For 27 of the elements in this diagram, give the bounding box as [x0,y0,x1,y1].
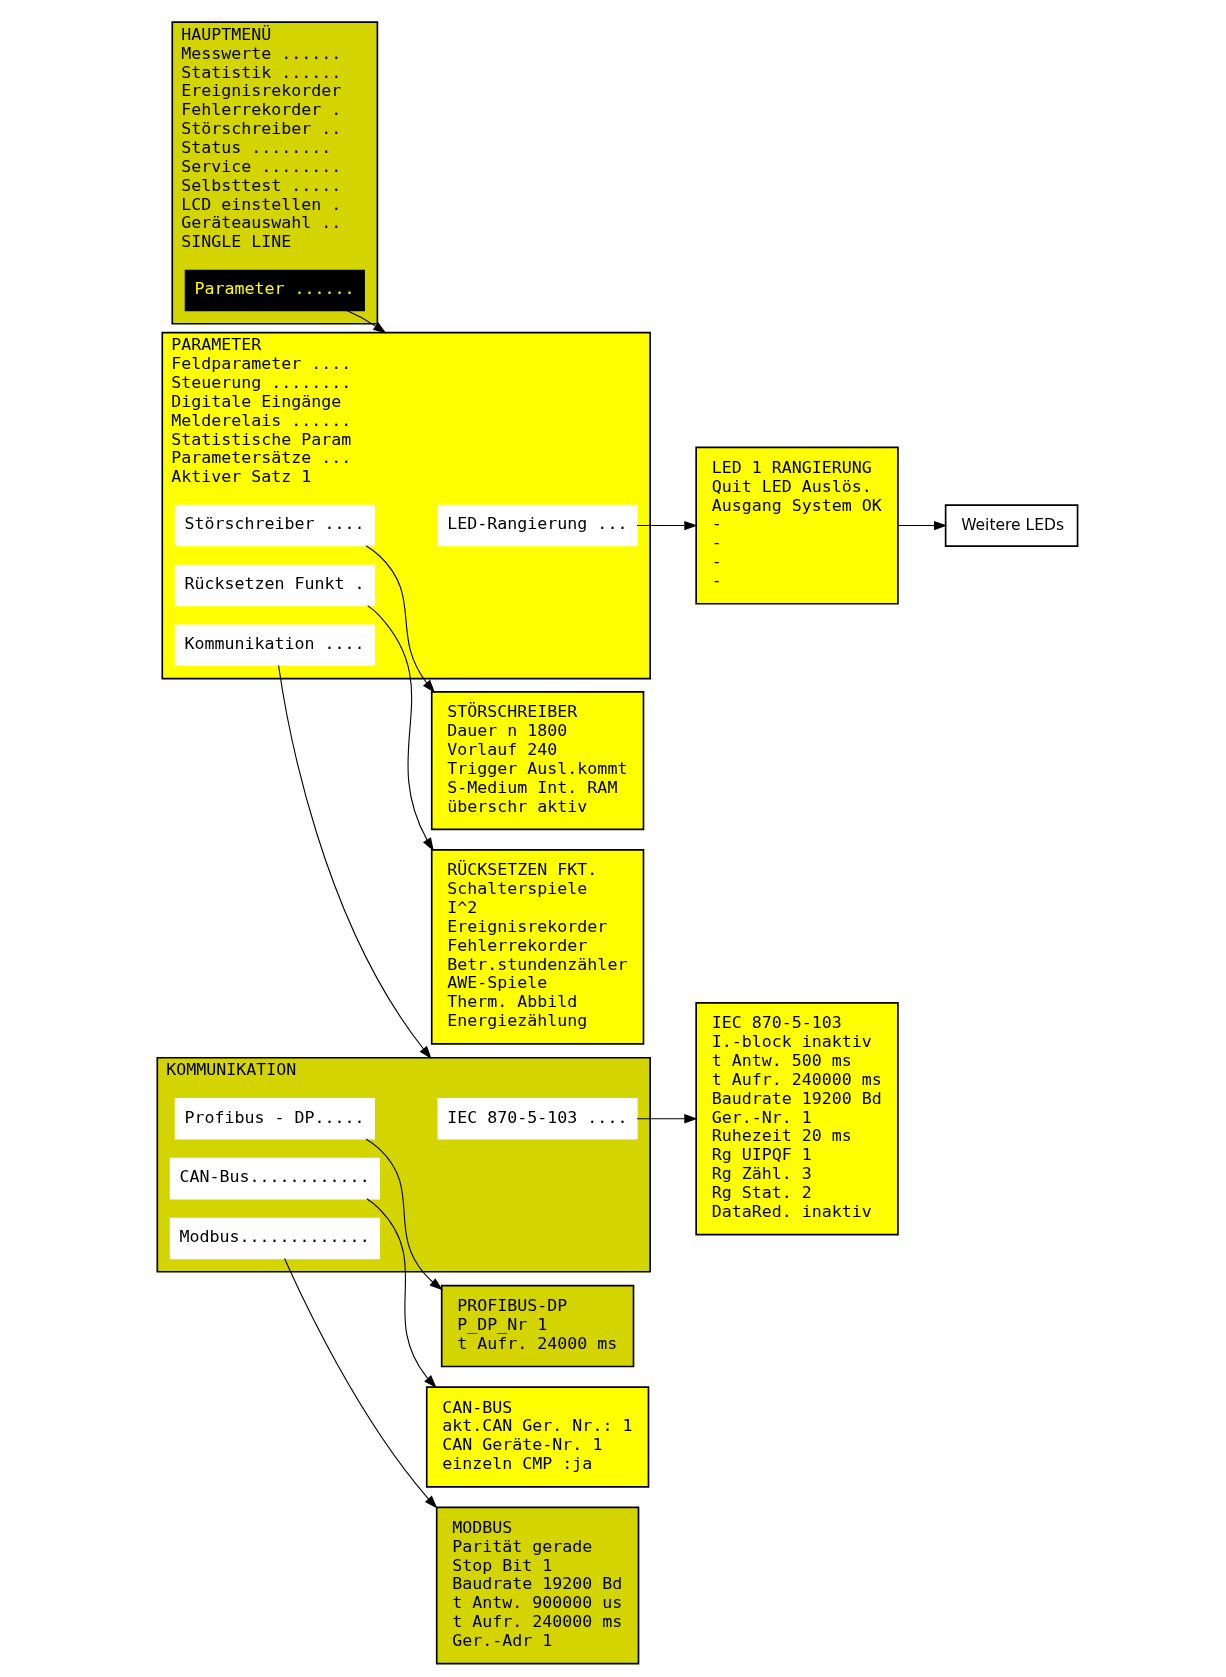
node-box: Profibus - DP..... [174,1097,375,1140]
arrow [636,520,698,531]
arrow [897,520,948,531]
node-box: MODBUS Parität gerade Stop Bit 1 Baudrate 19200 Bd t Antw. 900000 us t Aufr. 240000 ms Ger.-Adr 1 [435,1506,640,1665]
arrow [636,1114,698,1124]
node-box: CAN-BUS akt.CAN Ger. Nr.: 1 CAN Geräte-Nr. 1 einzeln CMP :ja [425,1386,650,1488]
node-box: Weitere LEDs [944,504,1079,547]
node-box: Rücksetzen Funkt . [174,564,375,607]
arrow [278,664,432,1060]
node-box: RÜCKSETZEN FKT. Schalterspiele I^2 Ereignisrekorder Fehlerrekorder Betr.stundenzähler AWE-Spiele Therm. Abbild Energiezählung [430,849,645,1045]
arrow [346,309,387,334]
node-box: IEC 870-5-103 I.-block inaktiv t Antw. 500 ms t Aufr. 240000 ms Baudrate 19200 Bd Ger.-Nr. 1 Ruhezeit 20 ms Rg UIPQF 1 Rg Zähl. 3 Rg Stat. 2 DataRed. inaktiv [695,1002,899,1236]
node-box: LED 1 RANGIERUNG Quit LED Auslös. Ausgang System OK - - - - [695,446,899,605]
node-box: Parameter ...... [184,269,365,312]
node-box: Modbus............. [169,1217,380,1260]
node-box: Störschreiber .... [174,504,375,547]
arrow [284,1257,438,1509]
node-box: CAN-Bus............ [169,1157,380,1200]
arrow [367,605,434,852]
arrow [365,1138,443,1291]
node-box: Kommunikation .... [174,624,375,667]
node-box: LED-Rangierung ... [437,504,638,547]
node-box: IEC 870-5-103 .... [437,1097,638,1140]
arrow [365,545,436,693]
node-box: STÖRSCHREIBER Dauer n 1800 Vorlauf 240 Trigger Ausl.kommt S-Medium Int. RAM überschr aktiv [430,691,645,831]
node-box: PROFIBUS-DP P_DP_Nr 1 t Aufr. 24000 ms [440,1284,635,1368]
arrow [366,1198,437,1388]
